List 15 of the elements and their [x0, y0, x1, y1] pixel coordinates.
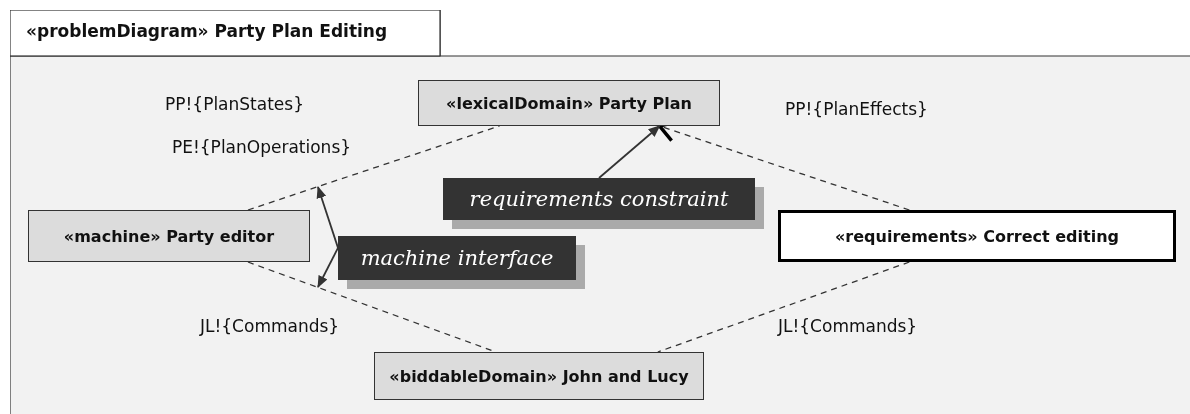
- leader-arrow: [317, 247, 339, 288]
- phenomena-label: PE!{PlanOperations}: [172, 137, 352, 157]
- phenomena-label: JL!{Commands}: [200, 316, 340, 336]
- domain-box: «biddableDomain» John and Lucy: [374, 352, 704, 400]
- frame-title: «problemDiagram» Party Plan Editing: [26, 21, 388, 41]
- phenomena-label: PP!{PlanStates}: [165, 94, 304, 114]
- requirement-box: «requirements» Correct editing: [778, 210, 1176, 262]
- domain-box: «lexicalDomain» Party Plan: [418, 80, 720, 126]
- leader-arrow: [316, 186, 339, 249]
- phenomena-label: JL!{Commands}: [778, 316, 918, 336]
- phenomena-label: PP!{PlanEffects}: [785, 99, 928, 119]
- leader-arrow: [598, 125, 661, 179]
- interface-line: [657, 261, 910, 353]
- domain-box: «machine» Party editor: [28, 210, 310, 262]
- diagram-frame: [10, 10, 1190, 414]
